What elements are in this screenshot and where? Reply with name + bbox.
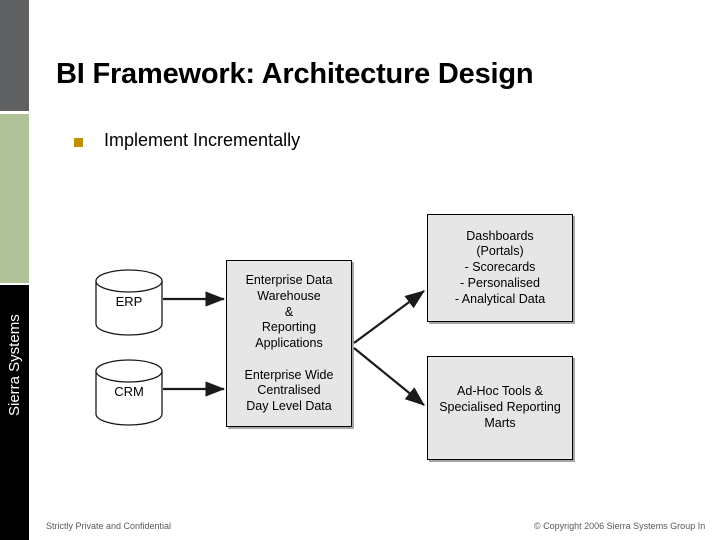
box-edw-label: Enterprise Data Warehouse & Reporting Ap… xyxy=(244,273,334,413)
box-adhoc-label: Ad-Hoc Tools & Specialised Reporting Mar… xyxy=(439,384,561,430)
sidebar-band-gray xyxy=(0,0,29,111)
square-bullet-icon xyxy=(74,138,83,147)
box-dashboards: Dashboards (Portals) - Scorecards - Pers… xyxy=(427,214,573,322)
brand-vertical-label: Sierra Systems xyxy=(6,314,23,416)
box-adhoc-tools: Ad-Hoc Tools & Specialised Reporting Mar… xyxy=(427,356,573,460)
connector-edw-to-dashboards xyxy=(353,290,425,344)
erp-label: ERP xyxy=(115,294,143,309)
footer-confidentiality-note: Strictly Private and Confidential xyxy=(46,521,172,531)
footer-copyright: © Copyright 2006 Sierra Systems Group In xyxy=(534,521,706,531)
box-dashboards-label: Dashboards (Portals) - Scorecards - Pers… xyxy=(454,228,546,306)
bullet-item: Implement Incrementally xyxy=(74,130,301,151)
crm-label: CRM xyxy=(114,384,144,399)
connector-edw-to-adhoc xyxy=(353,347,425,406)
sidebar-band-green xyxy=(0,114,29,283)
box-enterprise-data-warehouse: Enterprise Data Warehouse & Reporting Ap… xyxy=(226,260,352,427)
sidebar-band-black xyxy=(0,285,29,540)
page-title: BI Framework: Architecture Design xyxy=(56,58,534,90)
bullet-label: Implement Incrementally xyxy=(104,130,301,150)
